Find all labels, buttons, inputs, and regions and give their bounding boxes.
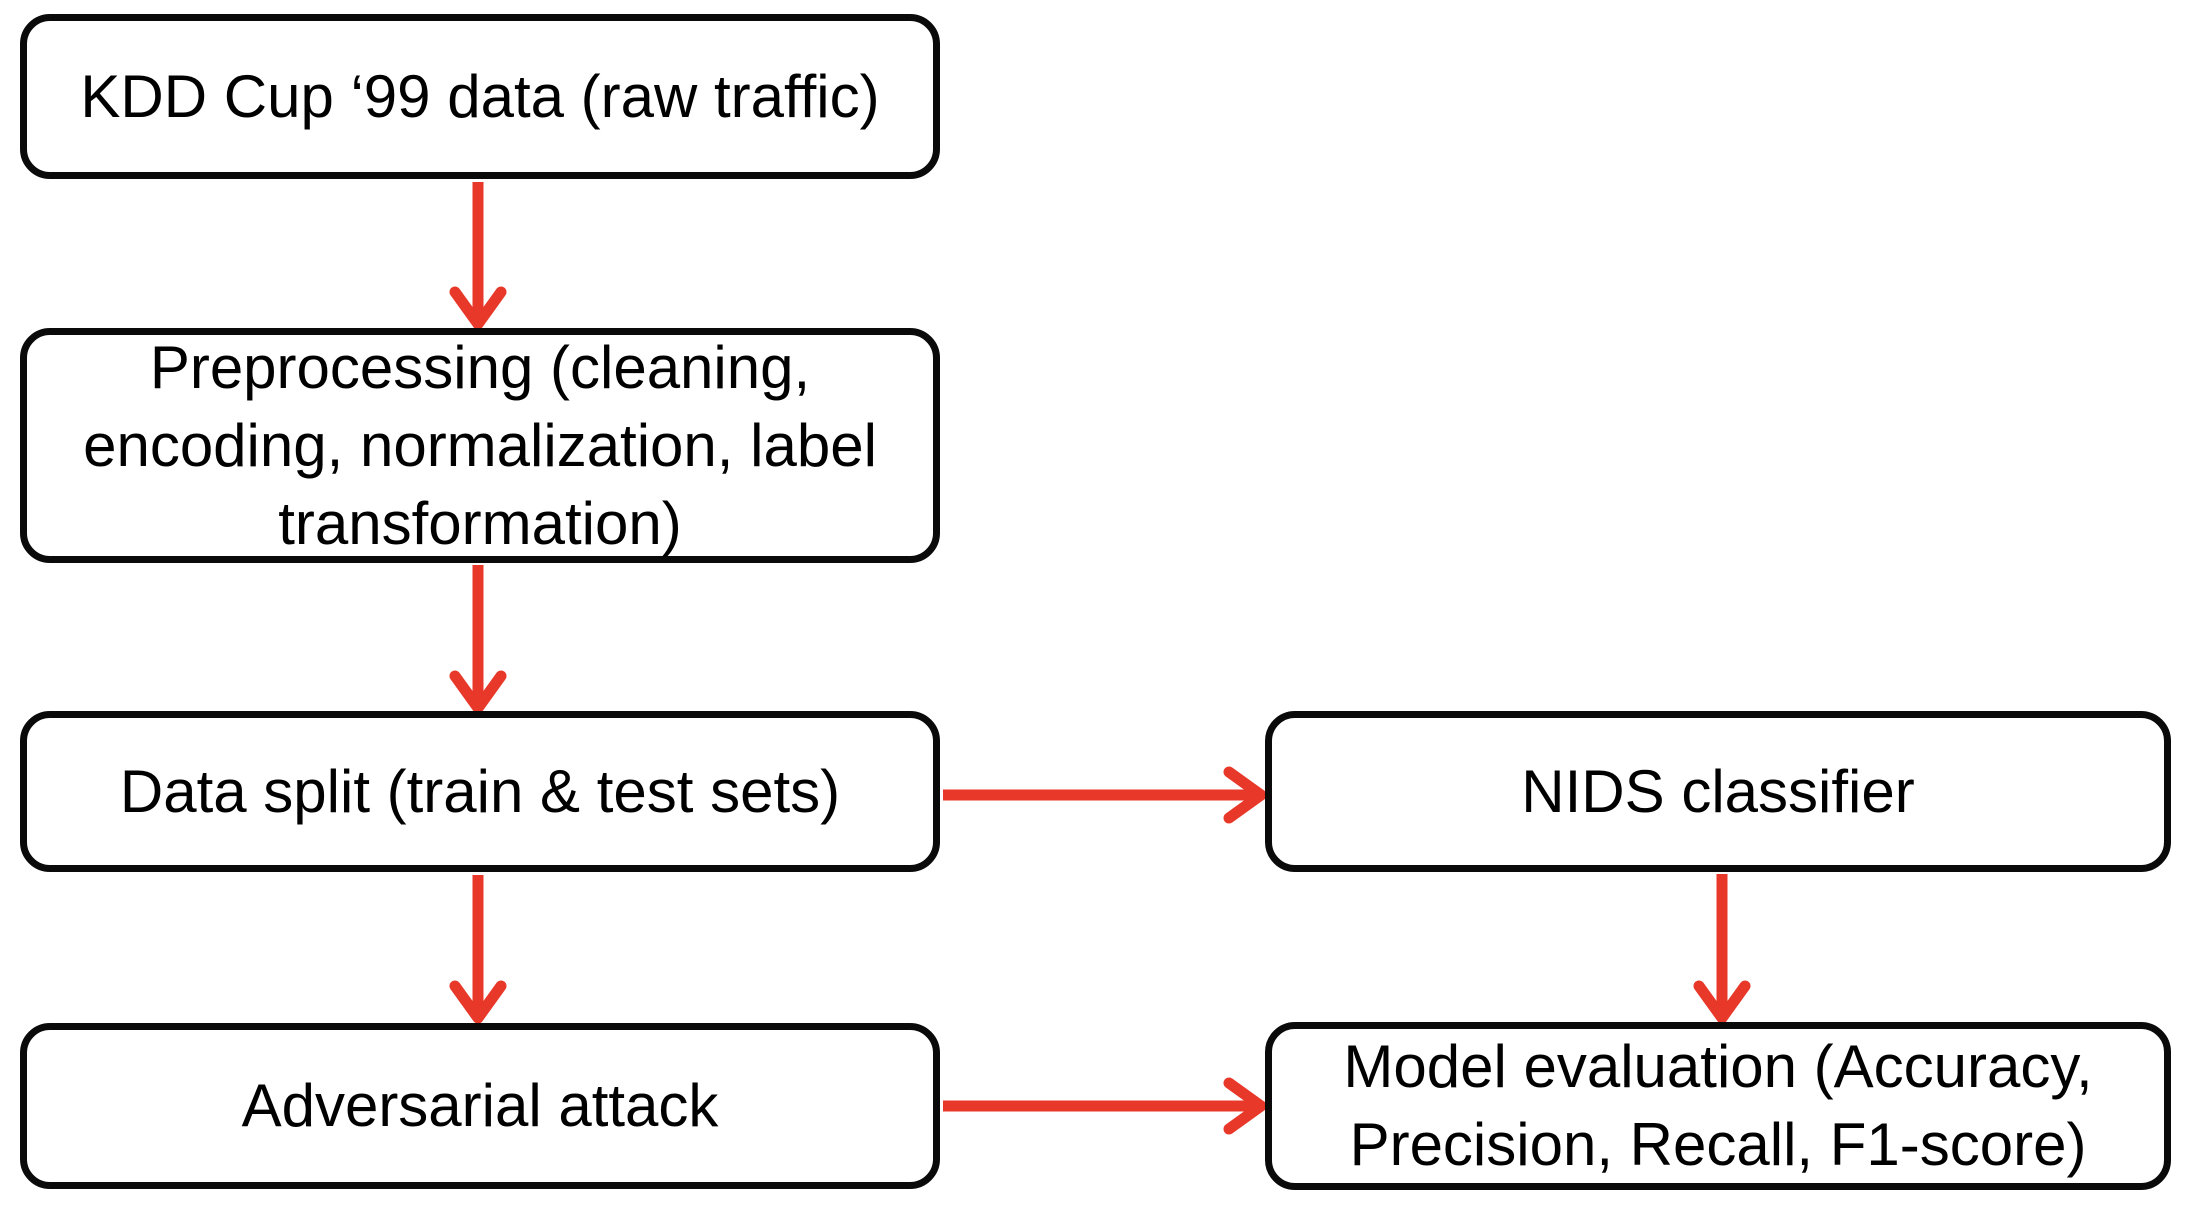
node-kdd-data: KDD Cup ‘99 data (raw traffic) [20,14,940,179]
node-model-evaluation: Model evaluation (Accuracy, Precision, R… [1265,1022,2171,1190]
node-nids-classifier-label: NIDS classifier [1521,757,1915,825]
node-data-split-label: Data split (train & test sets) [119,757,841,825]
node-preprocessing-label-line1: Preprocessing (cleaning, [149,333,811,401]
node-preprocessing-label-line2: encoding, normalization, label [83,411,877,479]
node-preprocessing-label-line3: transformation) [278,489,682,557]
node-nids-classifier: NIDS classifier [1265,711,2171,872]
node-model-evaluation-label-line1: Model evaluation (Accuracy, [1343,1033,2093,1100]
node-model-evaluation-label-line2: Precision, Recall, F1-score) [1349,1111,2087,1178]
node-adversarial-attack: Adversarial attack [20,1023,940,1189]
node-kdd-data-label: KDD Cup ‘99 data (raw traffic) [80,62,880,130]
node-data-split: Data split (train & test sets) [20,711,940,872]
node-preprocessing: Preprocessing (cleaning, encoding, norma… [20,328,940,563]
node-adversarial-attack-label: Adversarial attack [241,1072,719,1139]
